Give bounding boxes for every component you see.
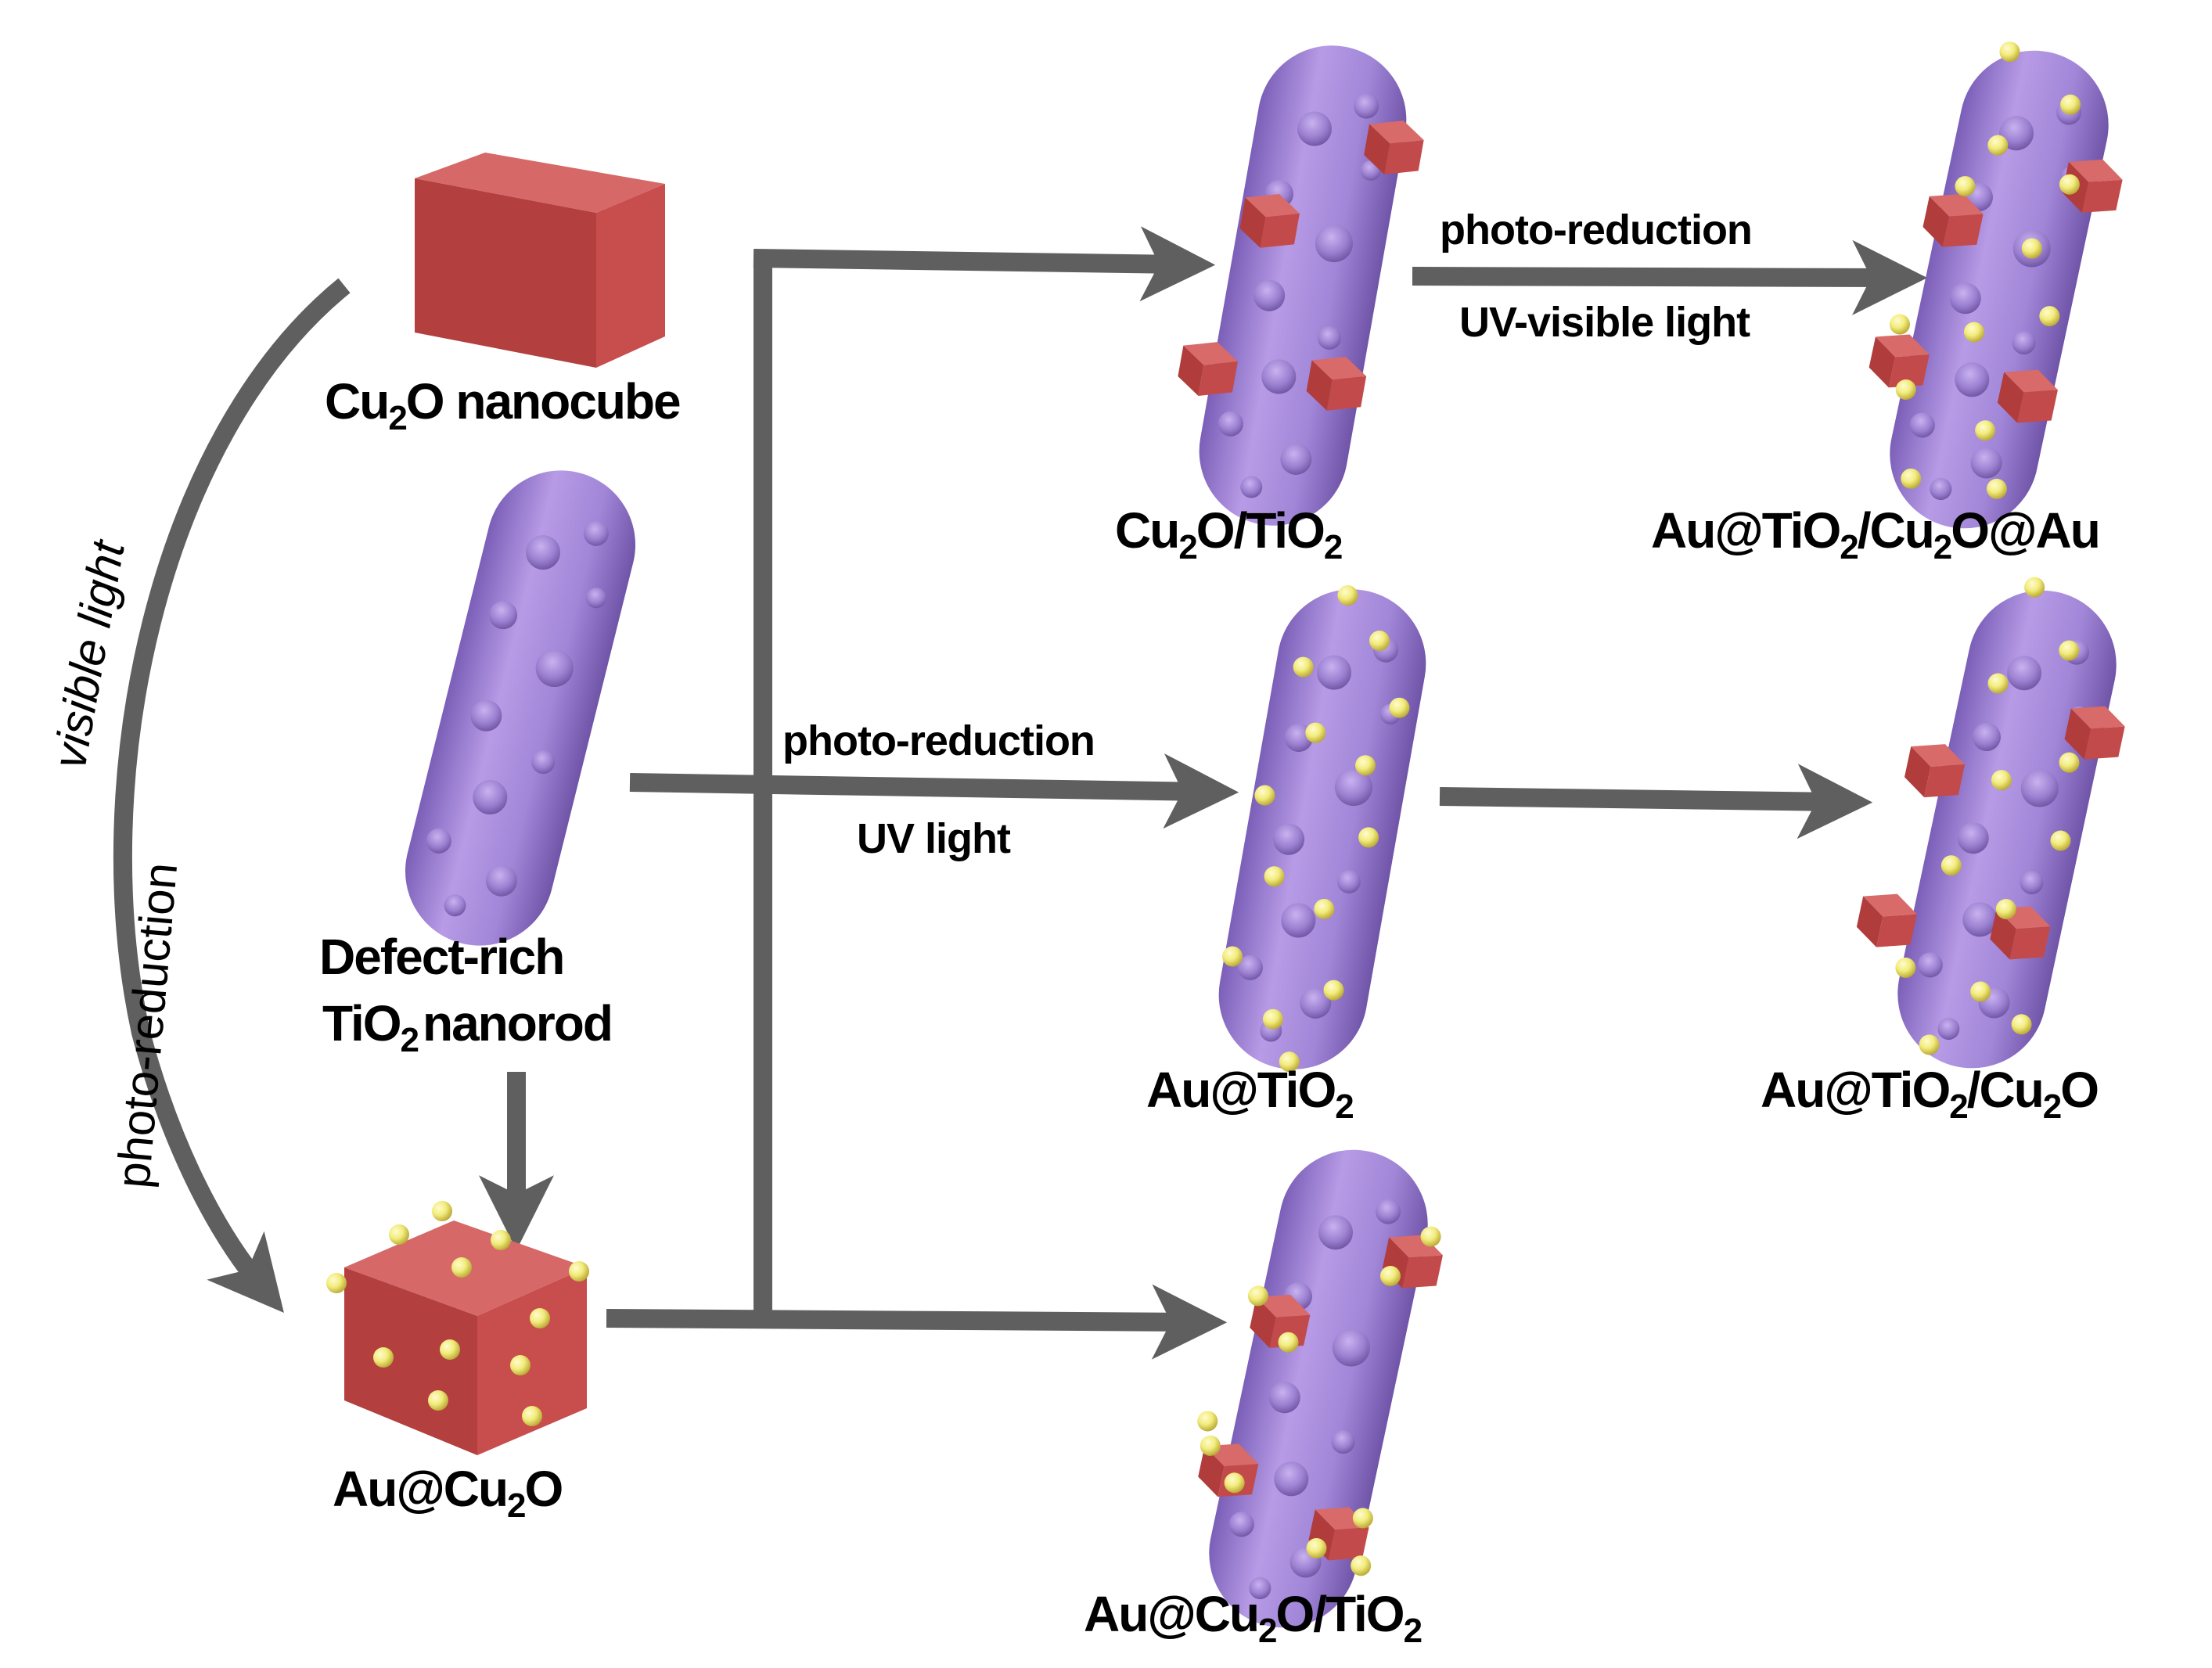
arrows [113, 226, 1928, 1360]
au-tio2-rod-shape [1207, 577, 1438, 1081]
curved-arrow-visible-light [113, 278, 351, 1313]
label-tio2-nanorod: TiO2nanorod [322, 995, 612, 1059]
label-cu2o-tio2: Cu2O/TiO2 [1115, 502, 1342, 566]
label-au-cu2o: Au@Cu2O [333, 1461, 563, 1525]
cu2o-tio2-rod-shape [1174, 34, 1427, 537]
arrow-nanorod-to-au-tio2 [629, 753, 1239, 829]
label-au-tio2-cu2o: Au@TiO2/Cu2O [1761, 1062, 2098, 1126]
process-label-mid-photo-reduction: photo-reduction [782, 717, 1095, 764]
au-tio2-cu2o-rod-shape [1853, 575, 2131, 1082]
label-au-tio2-cu2o-au: Au@TiO2/Cu2O@Au [1651, 502, 2099, 566]
label-au-cu2o-tio2: Au@Cu2O/TiO2 [1084, 1586, 1422, 1650]
label-defect-rich: Defect-rich [319, 929, 563, 985]
label-cu2o-nanocube: Cu2O nanocube [325, 373, 680, 437]
defect-rich-tio2-nanorod-shape [389, 455, 652, 962]
labels: Cu2O nanocube Defect-rich TiO2nanorod Au… [43, 207, 2101, 1650]
process-label-top-photo-reduction: photo-reduction [1440, 207, 1752, 253]
au-cu2o-cube-shape [326, 1201, 589, 1455]
arrow-to-au-tio2-cu2o [1439, 764, 1873, 839]
arrow-to-au-cu2o-tio2 [606, 1284, 1228, 1360]
process-label-mid-light: UV light [857, 815, 1011, 862]
au-cu2o-tio2-rod-shape [1195, 1136, 1447, 1641]
label-au-tio2: Au@TiO2 [1146, 1062, 1353, 1126]
arrow-to-cu2o-tio2 [753, 226, 1216, 302]
process-label-top-light: UV-visible light [1459, 299, 1750, 346]
arrow-to-au-tio2-cu2o-au [1412, 239, 1928, 315]
cu2o-nanocube-shape [415, 153, 665, 368]
